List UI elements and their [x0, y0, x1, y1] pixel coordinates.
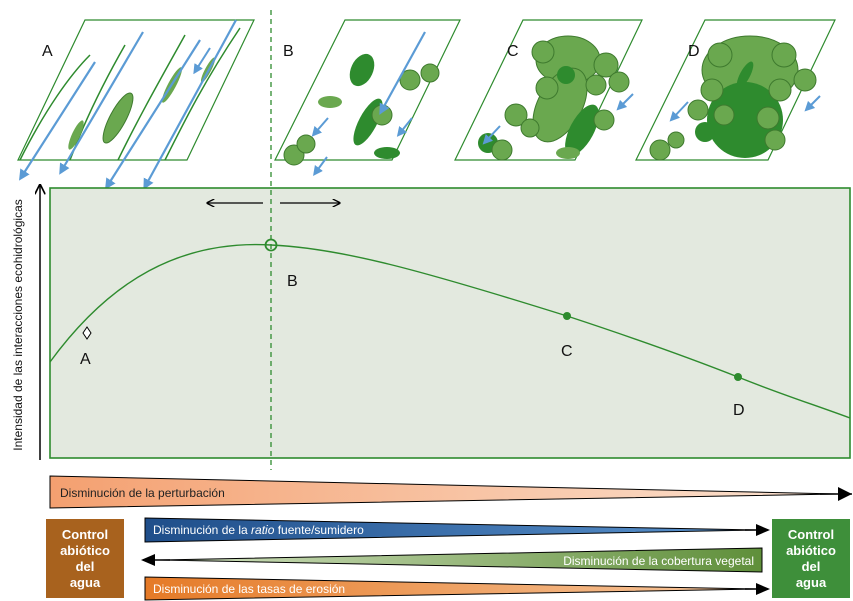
- point-c-marker: [563, 312, 571, 320]
- control-right-box: Control abiótico del agua: [772, 519, 850, 598]
- point-b-marker: [264, 238, 278, 252]
- cover-label: Disminución de la cobertura vegetal: [563, 554, 754, 568]
- disturbance-label: Disminución de la perturbación: [60, 486, 225, 500]
- graph-area: [49, 187, 851, 459]
- control-left-box: Control abiótico del agua: [46, 519, 124, 598]
- interaction-curve: [49, 243, 851, 419]
- panel-d: D: [635, 19, 836, 161]
- erosion-label: Disminución de las tasas de erosión: [153, 582, 345, 596]
- point-label-c: C: [561, 343, 573, 360]
- ratio-label: Disminución de la ratio fuente/sumidero: [153, 523, 364, 537]
- control-right-label: Control abiótico del agua: [786, 526, 836, 590]
- panel-a: A: [17, 19, 255, 190]
- panel-b: B: [274, 19, 461, 177]
- point-d-marker: [734, 373, 742, 381]
- control-left-label: Control abiótico del agua: [60, 526, 110, 590]
- ratio-label-prefix: Disminución de la: [153, 523, 251, 537]
- panel-label-d: D: [688, 43, 700, 60]
- cover-gradient-arrow: Disminución de la cobertura vegetal: [141, 547, 763, 573]
- point-label-d: D: [733, 402, 745, 419]
- ratio-label-italic: ratio: [251, 523, 275, 537]
- point-a-marker: [82, 326, 92, 340]
- point-label-a: A: [80, 351, 91, 368]
- y-axis-title: Intensidad de las interacciones ecohidro…: [11, 199, 25, 451]
- ratio-label-suffix: fuente/sumidero: [274, 523, 364, 537]
- ratio-gradient-arrow: Disminución de la ratio fuente/sumidero: [144, 517, 770, 543]
- panel-label-b: B: [283, 43, 294, 60]
- panel-label-c: C: [507, 43, 519, 60]
- erosion-gradient-arrow: Disminución de las tasas de erosión: [144, 576, 770, 601]
- panel-c: C: [454, 19, 643, 161]
- point-label-b: B: [287, 273, 298, 290]
- panel-label-a: A: [42, 43, 53, 60]
- disturbance-gradient-arrow: Disminución de la perturbación: [49, 475, 852, 509]
